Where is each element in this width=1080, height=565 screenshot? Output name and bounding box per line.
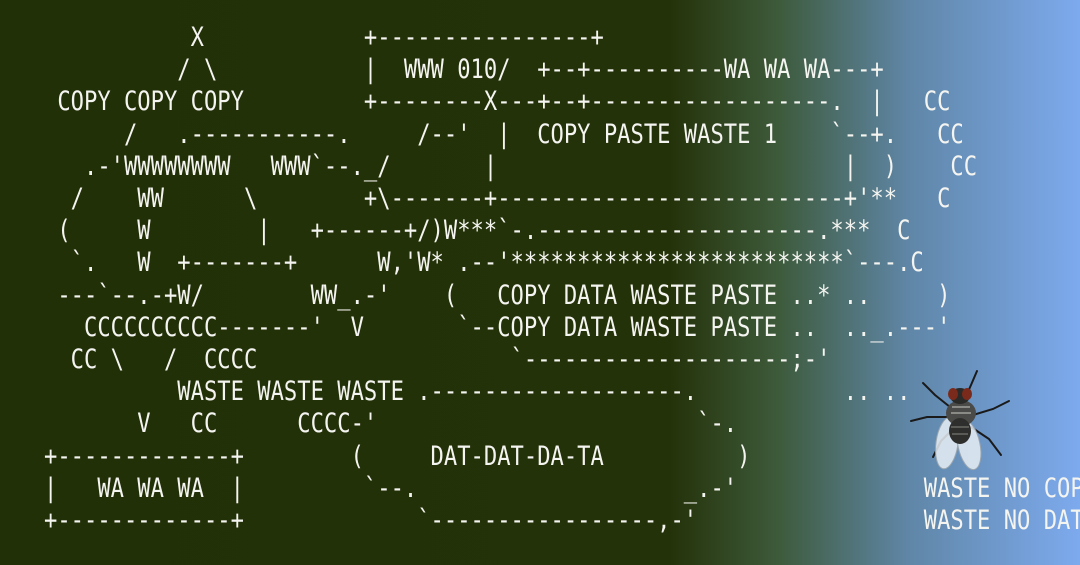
housefly-icon xyxy=(910,370,1010,471)
ascii-art: X +----------------+ / \ | WWW 010/ +--+… xyxy=(44,22,1080,537)
